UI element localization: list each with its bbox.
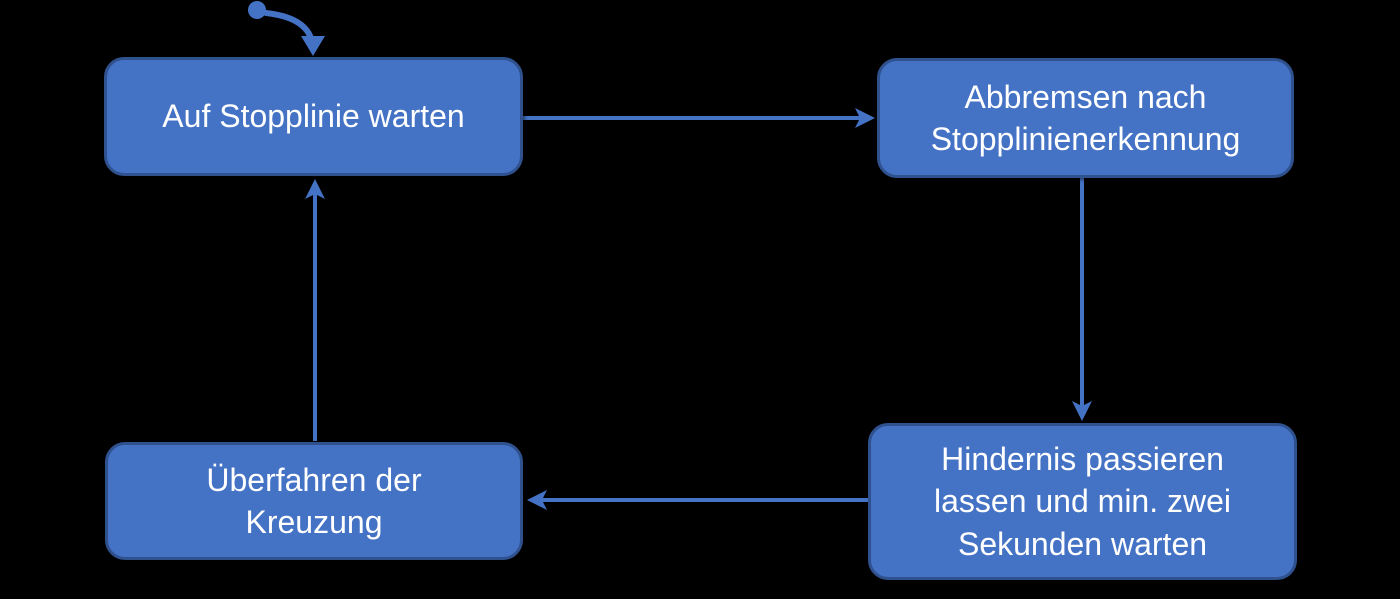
- state-label: Abbremsen nach Stopplinienerkennung: [930, 78, 1241, 157]
- state-label: Hindernis passieren lassen und min. zwei…: [933, 441, 1232, 562]
- initial-state-dot: [248, 1, 266, 19]
- state-auf-stopplinie-warten: Auf Stopplinie warten: [104, 57, 523, 176]
- state-abbremsen: Abbremsen nach Stopplinienerkennung: [877, 58, 1294, 178]
- state-hindernis-passieren: Hindernis passieren lassen und min. zwei…: [868, 423, 1297, 580]
- state-label: Überfahren der Kreuzung: [206, 461, 422, 540]
- state-ueberfahren: Überfahren der Kreuzung: [105, 442, 523, 560]
- initial-state-arrowhead: [301, 36, 325, 56]
- state-label: Auf Stopplinie warten: [162, 98, 465, 135]
- initial-state-arc: [263, 10, 314, 41]
